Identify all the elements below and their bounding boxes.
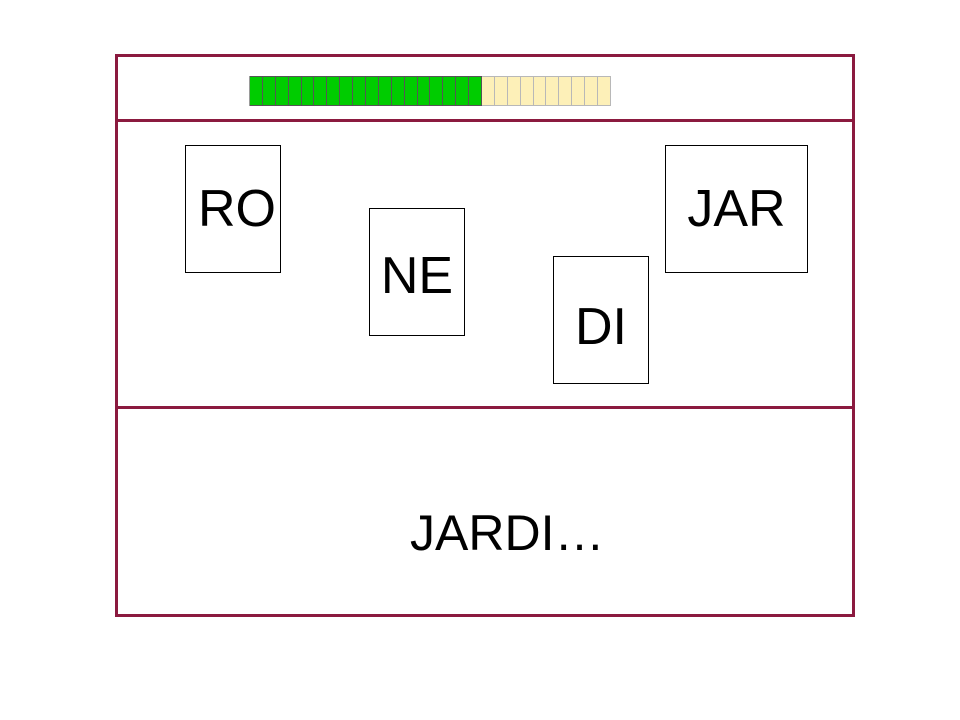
progress-segment-completed <box>250 76 263 106</box>
progress-segment-remaining <box>572 76 586 106</box>
progress-segment-completed <box>327 76 341 106</box>
progress-segment-completed <box>456 76 470 106</box>
progress-segment-completed <box>378 76 392 106</box>
progress-segment-remaining <box>482 76 495 106</box>
progress-bar <box>249 76 611 106</box>
syllable-card-label: NE <box>380 247 454 305</box>
progress-segment-completed <box>404 76 418 106</box>
syllable-card-label: JAR <box>687 180 786 238</box>
progress-segment-remaining <box>507 76 521 106</box>
answer-word: JARDI… <box>410 505 605 561</box>
syllable-card-di[interactable]: DI <box>553 256 649 384</box>
progress-segment-completed <box>288 76 302 106</box>
syllable-card-ne[interactable]: NE <box>369 208 465 336</box>
progress-segment-completed <box>262 76 276 106</box>
syllable-card-label: RO <box>198 180 276 238</box>
progress-segment-completed <box>340 76 354 106</box>
progress-segment-completed <box>275 76 289 106</box>
syllable-card-ro[interactable]: RO <box>185 145 281 273</box>
progress-segment-completed <box>301 76 315 106</box>
progress-segment-remaining <box>520 76 534 106</box>
progress-segment-remaining <box>546 76 560 106</box>
progress-segment-remaining <box>494 76 508 106</box>
progress-segment-remaining <box>598 76 611 106</box>
progress-segment-completed <box>417 76 431 106</box>
progress-segment-completed <box>443 76 457 106</box>
syllable-card-jar[interactable]: JAR <box>665 145 808 273</box>
progress-segment-completed <box>430 76 444 106</box>
progress-segment-remaining <box>533 76 547 106</box>
syllable-card-label: DI <box>575 298 627 356</box>
progress-segment-completed <box>391 76 405 106</box>
progress-segment-completed <box>314 76 328 106</box>
progress-segment-completed <box>469 76 483 106</box>
progress-segment-completed <box>353 76 367 106</box>
progress-segment-remaining <box>559 76 573 106</box>
answer-panel <box>115 406 855 617</box>
progress-segment-remaining <box>585 76 599 106</box>
progress-segment-completed <box>366 76 379 106</box>
